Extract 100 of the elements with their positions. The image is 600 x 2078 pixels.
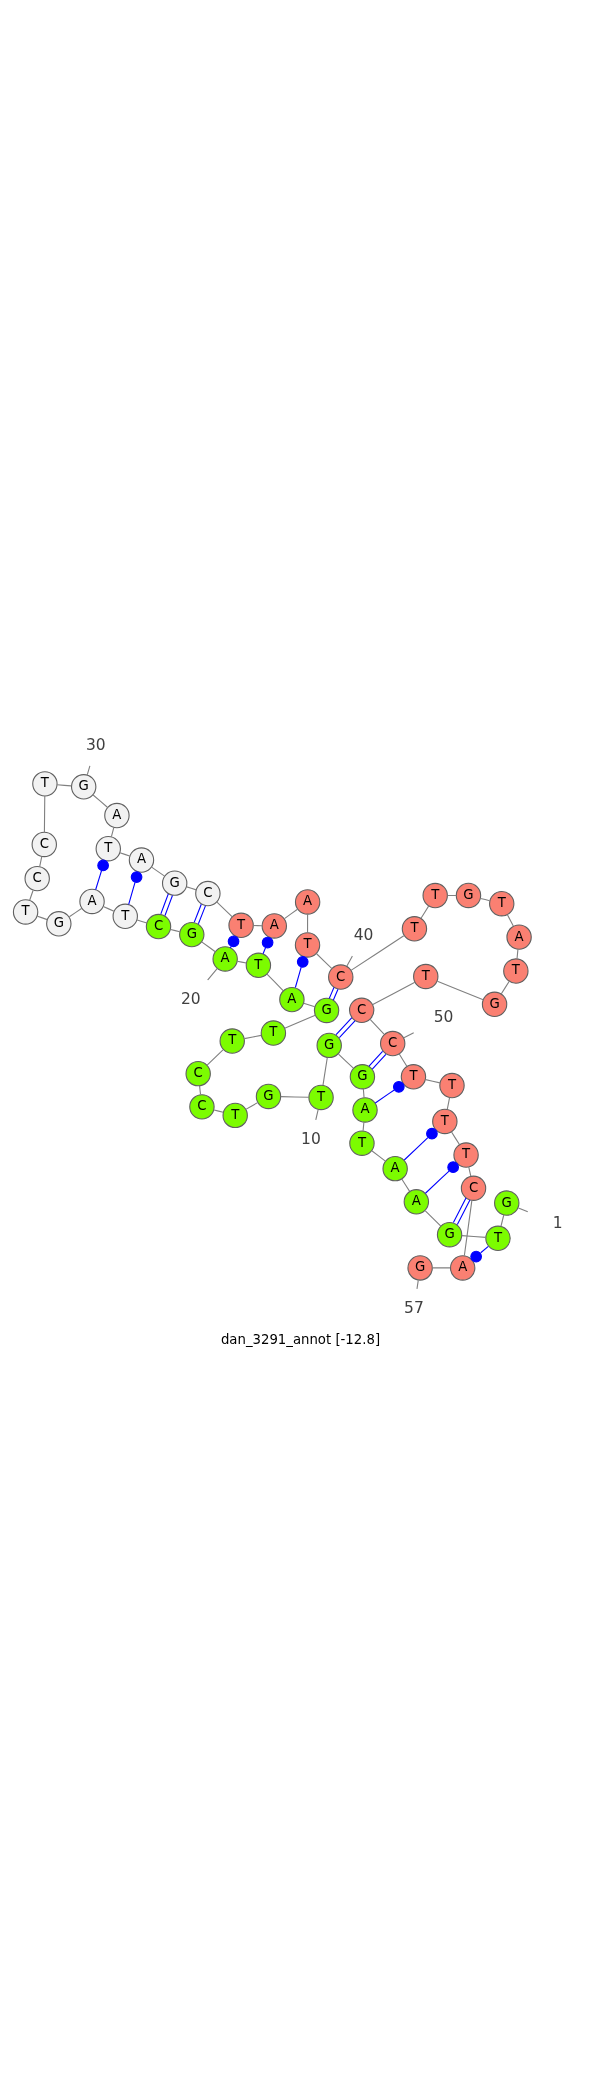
node-circle: T <box>31 771 58 797</box>
connector <box>227 935 239 949</box>
connector <box>506 914 514 927</box>
connector <box>369 1018 385 1035</box>
node-circle: T <box>294 932 320 958</box>
node-circle: C <box>188 1094 215 1120</box>
node-circle: A <box>449 1255 475 1281</box>
connector <box>415 1279 419 1290</box>
connector <box>479 897 490 902</box>
node-circle: G <box>313 997 339 1024</box>
connector <box>198 1085 201 1096</box>
node-circle: G <box>349 1064 375 1090</box>
connector <box>136 919 147 924</box>
connector <box>460 1235 486 1238</box>
node-circle: T <box>421 882 448 909</box>
node-circle: G <box>255 1083 281 1110</box>
connector <box>193 903 206 925</box>
node-circle: A <box>403 1189 429 1215</box>
connector <box>500 981 510 995</box>
node-circle: T <box>219 1028 245 1054</box>
connector <box>243 1034 262 1040</box>
node-circle: C <box>145 913 171 940</box>
connector <box>368 1050 386 1070</box>
connector <box>213 1109 224 1113</box>
connector <box>43 795 45 833</box>
node-circle: G <box>178 921 204 948</box>
connector <box>400 1178 410 1192</box>
connector <box>424 1079 441 1084</box>
node-circle: A <box>103 802 130 829</box>
connector <box>102 905 115 912</box>
connector <box>244 1102 258 1110</box>
node-circle: T <box>112 903 138 929</box>
connector <box>328 986 339 1001</box>
connector <box>283 1014 316 1029</box>
connector <box>403 1127 438 1161</box>
connector <box>206 967 218 981</box>
node-circle: G <box>455 882 481 909</box>
node-circle: G <box>161 870 187 896</box>
node-circle: T <box>307 1084 334 1111</box>
connector <box>321 1056 328 1086</box>
connector <box>169 928 180 933</box>
connector <box>499 1214 504 1227</box>
connector <box>265 973 284 992</box>
node-circle: C <box>460 1175 486 1201</box>
node-circle: C <box>379 1030 405 1057</box>
connector <box>150 866 165 877</box>
node-text: 57 <box>403 1298 424 1317</box>
node-circle: T <box>245 952 271 978</box>
connector <box>314 1109 319 1121</box>
connector <box>371 981 415 1005</box>
connector <box>92 794 108 808</box>
node-circle: T <box>484 1225 511 1251</box>
connector <box>200 941 216 953</box>
node-circle: G <box>316 1032 342 1059</box>
connector <box>362 1121 364 1132</box>
node-circle: A <box>128 847 154 873</box>
connector <box>86 765 90 776</box>
connector <box>452 1197 470 1226</box>
node-circle: T <box>438 1072 465 1099</box>
connector <box>517 1207 528 1213</box>
node-circle: C <box>184 1060 211 1087</box>
node-circle: G <box>436 1221 462 1248</box>
node-circle: C <box>327 964 353 990</box>
connector <box>110 826 114 838</box>
connector <box>252 925 263 927</box>
node-circle: A <box>294 889 320 915</box>
caption: dan_3291_annot [-12.8] <box>220 1331 380 1347</box>
connector <box>345 955 353 967</box>
node-circle: G <box>481 991 507 1018</box>
node-circle: T <box>400 1064 426 1090</box>
connector <box>402 1032 414 1039</box>
connector <box>294 955 309 989</box>
node-circle: A <box>78 888 105 915</box>
connector <box>261 936 273 955</box>
node-circle: T <box>431 1108 458 1135</box>
node-circle: A <box>505 924 532 950</box>
node-circle: A <box>351 1097 378 1123</box>
connector <box>467 1166 471 1177</box>
node-circle: T <box>12 899 38 925</box>
connector <box>28 890 34 901</box>
connector <box>349 935 404 971</box>
node-text: 50 <box>433 1007 453 1026</box>
connector <box>236 960 247 964</box>
connector <box>302 1002 315 1008</box>
connector <box>424 1210 441 1227</box>
connector <box>159 893 173 916</box>
connector <box>370 1150 386 1162</box>
connector <box>215 901 233 918</box>
connector <box>38 856 42 868</box>
node-circle: T <box>227 912 254 939</box>
node-text: 10 <box>300 1130 321 1149</box>
connector <box>431 1267 451 1269</box>
connector <box>306 913 308 934</box>
connector <box>118 852 130 857</box>
node-circle: G <box>493 1190 519 1216</box>
connector <box>206 1049 224 1066</box>
connector <box>398 1053 408 1068</box>
node-circle: C <box>194 880 221 907</box>
node-circle: T <box>502 958 529 984</box>
node-text: 30 <box>85 735 106 754</box>
